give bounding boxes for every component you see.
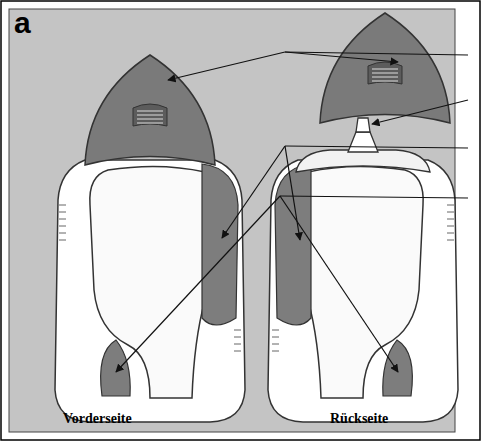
panel-letter: a: [14, 6, 31, 40]
leader-lines: [116, 52, 468, 372]
view-label: Rückseite: [330, 411, 388, 427]
back-view: [268, 13, 458, 422]
front-view: [55, 55, 245, 422]
view-label: Vorderseite: [63, 411, 132, 427]
